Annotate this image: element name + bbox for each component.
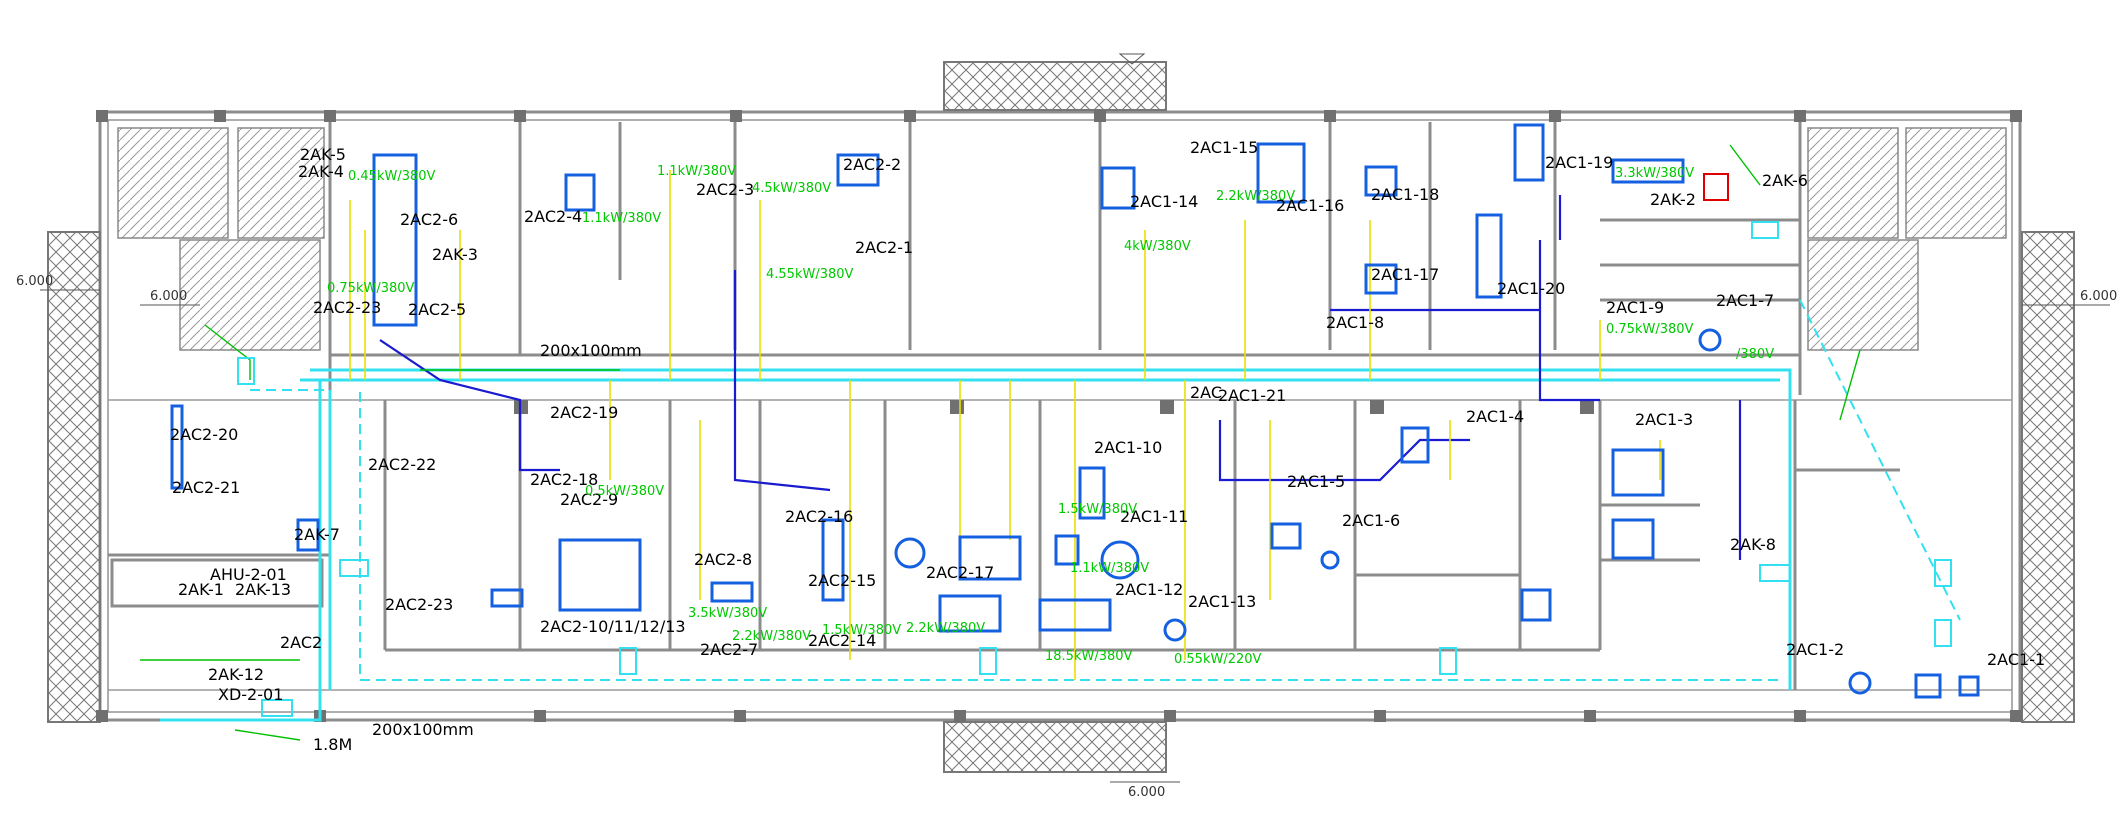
panel-label: 2AC1-4: [1466, 407, 1524, 426]
panel-label: 2AC1-7: [1716, 291, 1774, 310]
red-panel-marker: [1703, 173, 1729, 201]
panel-label: 2AC2-3: [696, 180, 754, 199]
panel-label: 2AC2-23: [313, 298, 381, 317]
panel-label: 2AC1-15: [1190, 138, 1258, 157]
power-rating-label: 1.1kW/380V: [657, 164, 736, 179]
duct-fans: [237, 221, 1952, 717]
panel-label: 2AC2-20: [170, 425, 238, 444]
panel-label: 2AC2-5: [408, 300, 466, 319]
annotation-note: AHU-2-01: [210, 565, 287, 584]
panel-label: 2AC1-12: [1115, 580, 1183, 599]
panel-label: 2AK-8: [1730, 535, 1776, 554]
power-rating-label: 0.5kW/380V: [585, 484, 664, 499]
power-rating-label: 2.2kW/380V: [906, 621, 985, 636]
panel-label: 2AC1-18: [1371, 185, 1439, 204]
power-rating-label: 0.55kW/220V: [1174, 652, 1262, 667]
panel-label: 2AC1-2: [1786, 640, 1844, 659]
panel-label: 2AC2-8: [694, 550, 752, 569]
panel-label: 2AC2-15: [808, 571, 876, 590]
power-rating-label: 1.5kW/380V: [1058, 502, 1137, 517]
blue-pipes: [379, 195, 1742, 560]
annotation-note: 1.8M: [313, 735, 352, 754]
power-rating-label: 1.1kW/380V: [1070, 561, 1149, 576]
panel-label: 2AC: [1190, 383, 1222, 402]
power-rating-label: 0.75kW/380V: [327, 281, 415, 296]
equipment: [170, 123, 1980, 699]
annotation-note: 200x100mm: [372, 720, 474, 739]
power-rating-label: 4.55kW/380V: [766, 267, 854, 282]
panel-label: 2AK-3: [432, 245, 478, 264]
panel-label: 2AC1-9: [1606, 298, 1664, 317]
panel-label: 2AC2-6: [400, 210, 458, 229]
panel-label: 2AK-6: [1762, 171, 1808, 190]
dimension-bottom: 6.000: [1128, 785, 1165, 800]
panel-label: 2AK-2: [1650, 190, 1696, 209]
yellow-conduits: [349, 170, 1661, 680]
panel-label: 2AC1-10: [1094, 438, 1162, 457]
panel-label: 2AC2-2: [843, 155, 901, 174]
panel-label: 2AC1-1: [1987, 650, 2045, 669]
panel-label: 2AK-1: [178, 580, 224, 599]
building-shell: [47, 61, 2075, 773]
panel-label: 2AC1-11: [1120, 507, 1188, 526]
panel-label: 2AC1-3: [1635, 410, 1693, 429]
panel-label: 2AC2-16: [785, 507, 853, 526]
main-duct: [160, 299, 1961, 722]
power-rating-label: 0.45kW/380V: [348, 169, 436, 184]
panel-label: 2AK-5: [300, 145, 346, 164]
dimension-right: 6.000: [2080, 289, 2117, 304]
panel-label: 2AC1-5: [1287, 472, 1345, 491]
power-labels: 0.45kW/380V 4.5kW/380V 1.1kW/380V 1.1kW/380…: [327, 164, 1774, 667]
panel-label: 2AC2-9: [560, 490, 618, 509]
panel-label: 2AK-12: [208, 665, 264, 684]
power-rating-label: 18.5kW/380V: [1045, 649, 1133, 664]
dimension-left: 6.000: [16, 274, 53, 289]
panel-label: 2AC1-16: [1276, 196, 1344, 215]
panel-label: 2AC1-8: [1326, 313, 1384, 332]
structural-columns: [96, 110, 2022, 722]
dimension-inner: 6.000: [150, 289, 187, 304]
annotation-note: 200x100mm: [540, 341, 642, 360]
power-rating-label: 2.2kW/380V: [1216, 189, 1295, 204]
power-rating-label: 4kW/380V: [1124, 239, 1191, 254]
power-rating-label: 4.5kW/380V: [752, 181, 831, 196]
panel-label: 2AC2-10/11/12/13: [540, 617, 686, 636]
annotation-note: XD-2-01: [218, 685, 283, 704]
power-rating-label: 2.2kW/380V: [732, 629, 811, 644]
panel-label: 2AK-4: [298, 162, 344, 181]
panel-label: 2AC1-17: [1371, 265, 1439, 284]
panel-label: 2AC2: [280, 633, 322, 652]
panel-label: 2AC2-7: [700, 640, 758, 659]
panel-label: 2AC2-22: [368, 455, 436, 474]
panel-label: 2AC1-21: [1218, 386, 1286, 405]
panel-label: 2AC2-19: [550, 403, 618, 422]
panel-label: 2AK-7: [294, 525, 340, 544]
power-rating-label: /380V: [1736, 347, 1774, 362]
panel-label: 2AC1-6: [1342, 511, 1400, 530]
panel-label: 2AC1-19: [1545, 153, 1613, 172]
power-rating-label: 1.5kW/380V: [822, 623, 901, 638]
panel-label: 2AC2-18: [530, 470, 598, 489]
panel-label: 2AC2-1: [855, 238, 913, 257]
power-rating-label: 0.75kW/380V: [1606, 322, 1694, 337]
power-rating-label: 3.5kW/380V: [688, 606, 767, 621]
panel-label: 2AC2-21: [172, 478, 240, 497]
panel-label: 2AC1-20: [1497, 279, 1565, 298]
power-rating-label: 1.1kW/380V: [582, 211, 661, 226]
panel-label: 2AC2-23: [385, 595, 453, 614]
panel-label: 2AC2-14: [808, 631, 876, 650]
power-rating-label: 3.3kW/380V: [1615, 166, 1694, 181]
panel-label: 2AC2-17: [926, 563, 994, 582]
dimension-markers: 6.000 6.000 6.000 6.000: [16, 53, 2117, 800]
panel-label: 2AC2-4: [524, 207, 582, 226]
panel-label: 2AC1-14: [1130, 192, 1198, 211]
green-leaders: [140, 144, 1861, 741]
panel-label: 2AC1-13: [1188, 592, 1256, 611]
panel-label: 2AK-13: [235, 580, 291, 599]
